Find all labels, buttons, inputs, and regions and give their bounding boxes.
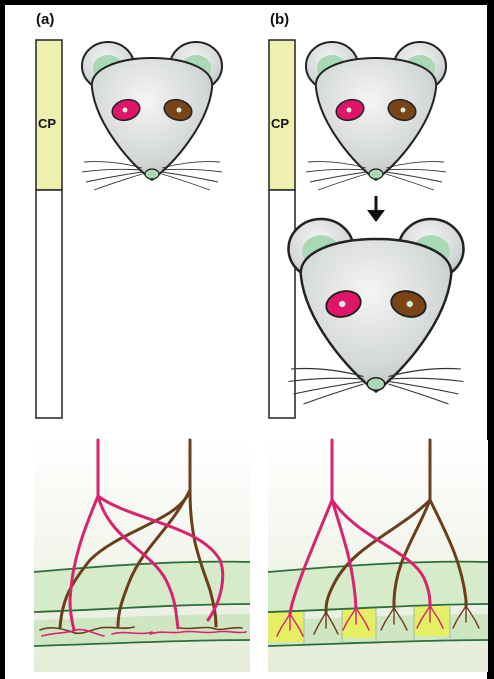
panel-a-label: (a) [36,11,54,28]
tissue-b [268,440,488,672]
ocular-zone-3 [414,606,450,636]
bar-rest-b [269,190,295,418]
cp-bar-a [36,40,62,190]
panel-b-label: (b) [270,11,289,28]
tissue-a [34,440,250,672]
bar-rest-a [36,190,62,418]
cp-label-a: CP [38,116,56,131]
cp-label-b: CP [271,116,289,131]
cp-bar-b [269,40,295,190]
